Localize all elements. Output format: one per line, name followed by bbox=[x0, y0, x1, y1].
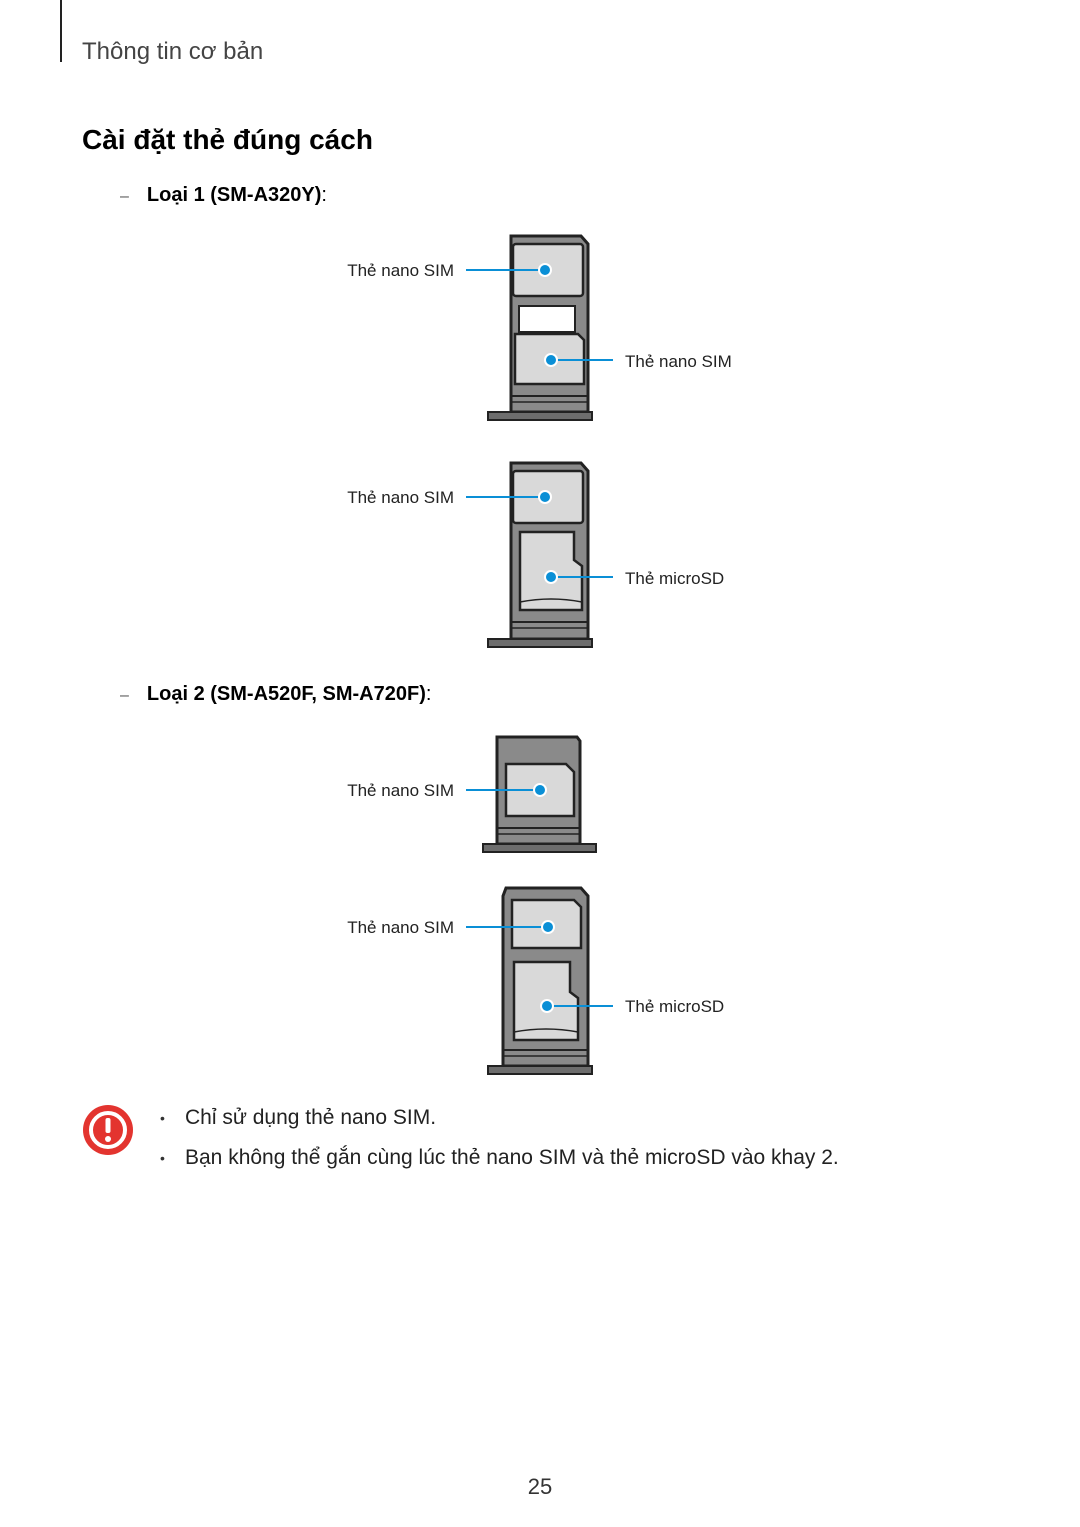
type-label: Loại 2 bbox=[146, 683, 211, 705]
type-model: (SM-A320Y) bbox=[210, 184, 322, 206]
tray-type1-nano-nano: Thẻ nano SIM Thẻ nano SIM bbox=[347, 234, 732, 421]
section-label: Thông tin cơ bản bbox=[82, 38, 264, 65]
page-title: Cài đặt thẻ đúng cách bbox=[82, 124, 373, 155]
callout-dot bbox=[538, 490, 552, 504]
type-model: (SM-A520F, SM-A720F) bbox=[210, 683, 426, 705]
page-number: 25 bbox=[527, 1474, 553, 1499]
callout-label: Thẻ microSD bbox=[625, 569, 724, 588]
caution-list: Chỉ sử dụng thẻ nano SIM. Bạn không thể … bbox=[82, 1098, 1022, 1178]
warning-icon bbox=[83, 1105, 133, 1155]
callout-dot bbox=[544, 570, 558, 584]
callout-label: Thẻ microSD bbox=[625, 997, 724, 1016]
callout-label: Thẻ nano SIM bbox=[347, 488, 454, 507]
type-colon: : bbox=[321, 184, 327, 206]
callout-label: Thẻ nano SIM bbox=[625, 352, 732, 371]
callout-dot bbox=[544, 353, 558, 367]
caution-item: Bạn không thể gắn cùng lúc thẻ nano SIM … bbox=[160, 1138, 1022, 1178]
callout-dot bbox=[533, 783, 547, 797]
tray-type2-nano: Thẻ nano SIM bbox=[347, 735, 597, 853]
tray-type1-nano-microsd: Thẻ nano SIM Thẻ microSD bbox=[347, 461, 724, 648]
caution-note: Chỉ sử dụng thẻ nano SIM. Bạn không thể … bbox=[82, 1098, 1022, 1178]
type-colon: : bbox=[425, 683, 432, 705]
callout-dot bbox=[541, 920, 555, 934]
callout-label: Thẻ nano SIM bbox=[347, 918, 454, 937]
callout-dot bbox=[540, 999, 554, 1013]
callout-label: Thẻ nano SIM bbox=[347, 781, 454, 800]
tray-type2-nano-microsd: Thẻ nano SIM Thẻ microSD bbox=[347, 886, 724, 1075]
type-1-heading: –Loại 1 (SM-A320Y): bbox=[120, 184, 327, 207]
heading-dash: – bbox=[120, 188, 129, 205]
section-rule bbox=[60, 0, 62, 62]
callout-dot bbox=[538, 263, 552, 277]
tray-illustrations: Thẻ nano SIM Thẻ nano SIM Thẻ nano SIM T… bbox=[347, 234, 732, 1075]
type-label: Loại 1 bbox=[146, 184, 211, 206]
type-2-heading: –Loại 2 (SM-A520F, SM-A720F): bbox=[120, 683, 431, 706]
heading-dash: – bbox=[120, 687, 129, 704]
caution-item: Chỉ sử dụng thẻ nano SIM. bbox=[160, 1098, 1022, 1138]
callout-label: Thẻ nano SIM bbox=[347, 261, 454, 280]
